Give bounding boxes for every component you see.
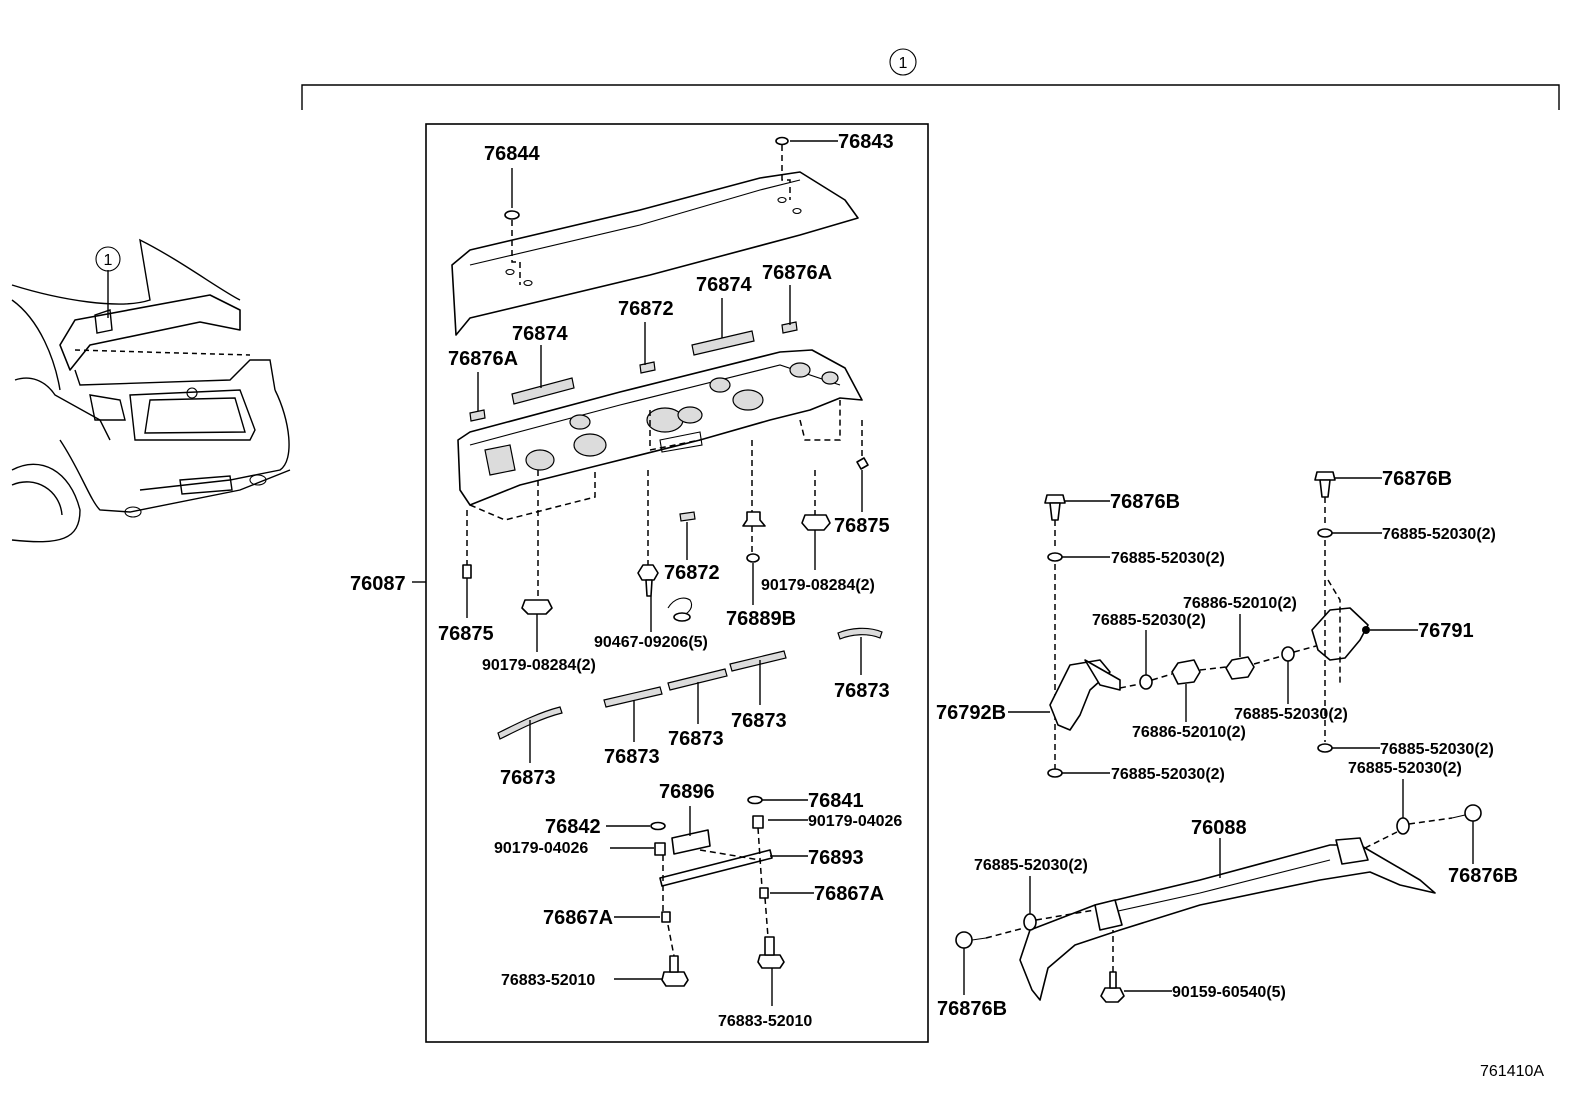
label-76885-52030-g: 76885-52030(2): [1348, 760, 1462, 777]
label-76842: 76842: [545, 816, 601, 838]
label-76885-52030-b: 76885-52030(2): [1092, 612, 1206, 629]
label-76885-52030-a: 76885-52030(2): [1111, 550, 1225, 567]
label-90179-08284-left: 90179-08284(2): [482, 657, 596, 674]
label-76883-52010-left: 76883-52010: [501, 972, 595, 989]
label-76874-right: 76874: [696, 274, 752, 296]
label-76792b: 76792B: [936, 702, 1006, 724]
diagram-code: 761410A: [1480, 1063, 1544, 1080]
spoiler-parts-frame: [425, 123, 929, 1043]
label-76873-right: 76873: [834, 680, 890, 702]
label-76886-52010-upper: 76886-52010(2): [1183, 595, 1297, 612]
label-76876b-upper-left: 76876B: [1110, 491, 1180, 513]
spoiler-upper-cover: [451, 171, 859, 336]
label-76876b-wing-right: 76876B: [1448, 865, 1518, 887]
part-labels: 76844 76843 76874 76876A 76872 76874 768…: [350, 131, 1544, 1080]
label-76885-52030-c: 76885-52030(2): [1111, 766, 1225, 783]
label-76844: 76844: [484, 143, 540, 165]
label-76874-left: 76874: [512, 323, 568, 345]
label-90179-04026-left: 90179-04026: [494, 840, 588, 857]
label-76791: 76791: [1418, 620, 1474, 642]
label-76876a-left: 76876A: [448, 348, 518, 370]
label-76876b-upper-right: 76876B: [1382, 468, 1452, 490]
label-76843: 76843: [838, 131, 894, 153]
vehicle-assembly-marker: 1: [104, 252, 113, 269]
label-76875-right: 76875: [834, 515, 890, 537]
right-assembly: [955, 471, 1482, 1003]
label-76088: 76088: [1191, 817, 1247, 839]
label-76841: 76841: [808, 790, 864, 812]
label-76885-52030-d: 76885-52030(2): [1382, 526, 1496, 543]
label-76885-52030-h: 76885-52030(2): [974, 857, 1088, 874]
label-76087: 76087: [350, 573, 406, 595]
label-76875-left: 76875: [438, 623, 494, 645]
label-76867a-left: 76867A: [543, 907, 613, 929]
label-76872-top: 76872: [618, 298, 674, 320]
label-90179-04026-right: 90179-04026: [808, 813, 902, 830]
assembly-marker: 1: [899, 55, 908, 72]
label-90159-60540: 90159-60540(5): [1172, 984, 1286, 1001]
label-76889b: 76889B: [726, 608, 796, 630]
spoiler-lower-body: [457, 349, 863, 521]
right-leader-lines: [963, 477, 1474, 995]
label-90179-08284-right: 90179-08284(2): [761, 577, 875, 594]
label-76872-bottom: 76872: [664, 562, 720, 584]
middle-leader-lines: [412, 140, 863, 1006]
label-76876a-right: 76876A: [762, 262, 832, 284]
label-76885-52030-f: 76885-52030(2): [1380, 741, 1494, 758]
label-76885-52030-e: 76885-52030(2): [1234, 706, 1348, 723]
label-76883-52010-right: 76883-52010: [718, 1013, 812, 1030]
assembly-bracket: 1: [301, 48, 1560, 110]
label-76876b-wing-left: 76876B: [937, 998, 1007, 1020]
label-90467-09206: 90467-09206(5): [594, 634, 708, 651]
label-76896: 76896: [659, 781, 715, 803]
label-76867a-right: 76867A: [814, 883, 884, 905]
vehicle-rear-illustration: 1: [11, 238, 291, 543]
label-76873-mid3: 76873: [731, 710, 787, 732]
label-76893: 76893: [808, 847, 864, 869]
label-76873-mid1: 76873: [604, 746, 660, 768]
label-76873-mid2: 76873: [668, 728, 724, 750]
label-76873-left: 76873: [500, 767, 556, 789]
middle-dashed-lines: [466, 145, 863, 957]
label-76886-52010-lower: 76886-52010(2): [1132, 724, 1246, 741]
